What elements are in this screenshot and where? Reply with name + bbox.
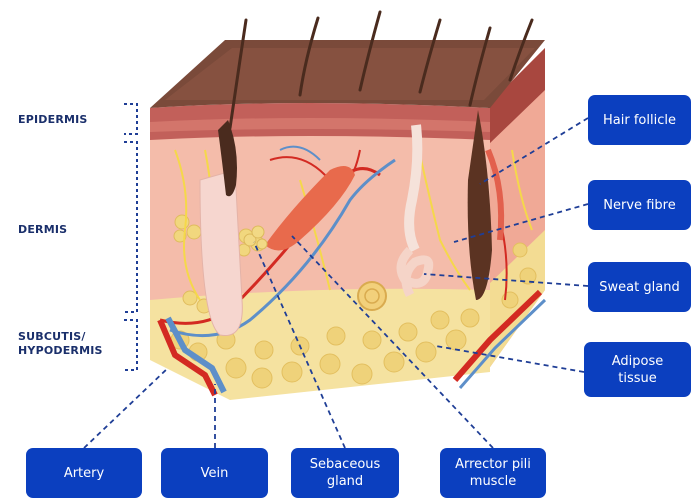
callout-artery-text: Artery <box>60 465 108 482</box>
callout-nerve-fibre: Nerve fibre <box>588 180 691 230</box>
layer-brackets <box>124 104 137 370</box>
callout-artery: Artery <box>26 448 142 498</box>
label-epidermis: EPIDERMIS <box>18 113 88 127</box>
pacinian-corpuscle <box>358 282 386 310</box>
callout-adipose-line2: tissue <box>614 370 661 387</box>
callout-sweat-gland: Sweat gland <box>588 262 691 312</box>
leader-artery <box>84 368 168 448</box>
label-subcutis: SUBCUTIS/ HYPODERMIS <box>18 330 103 358</box>
callout-adipose-tissue: Adipose tissue <box>584 342 691 397</box>
callout-hair-follicle-text: Hair follicle <box>599 112 680 129</box>
callout-arrector-pili-muscle: Arrector pili muscle <box>440 448 546 498</box>
callout-sebaceous-line2: gland <box>323 473 367 490</box>
callout-nerve-fibre-text: Nerve fibre <box>599 197 679 214</box>
callout-vein-text: Vein <box>197 465 233 482</box>
callout-hair-follicle: Hair follicle <box>588 95 691 145</box>
label-dermis: DERMIS <box>18 223 67 237</box>
callout-sweat-gland-text: Sweat gland <box>595 279 683 296</box>
callout-arrector-line1: Arrector pili <box>451 456 535 473</box>
label-subcutis-line1: SUBCUTIS/ <box>18 330 103 344</box>
callout-sebaceous-line1: Sebaceous <box>306 456 385 473</box>
label-subcutis-line2: HYPODERMIS <box>18 344 103 358</box>
callout-vein: Vein <box>161 448 268 498</box>
callout-adipose-line1: Adipose <box>608 353 668 370</box>
callout-sebaceous-gland: Sebaceous gland <box>291 448 399 498</box>
callout-arrector-line2: muscle <box>466 473 520 490</box>
